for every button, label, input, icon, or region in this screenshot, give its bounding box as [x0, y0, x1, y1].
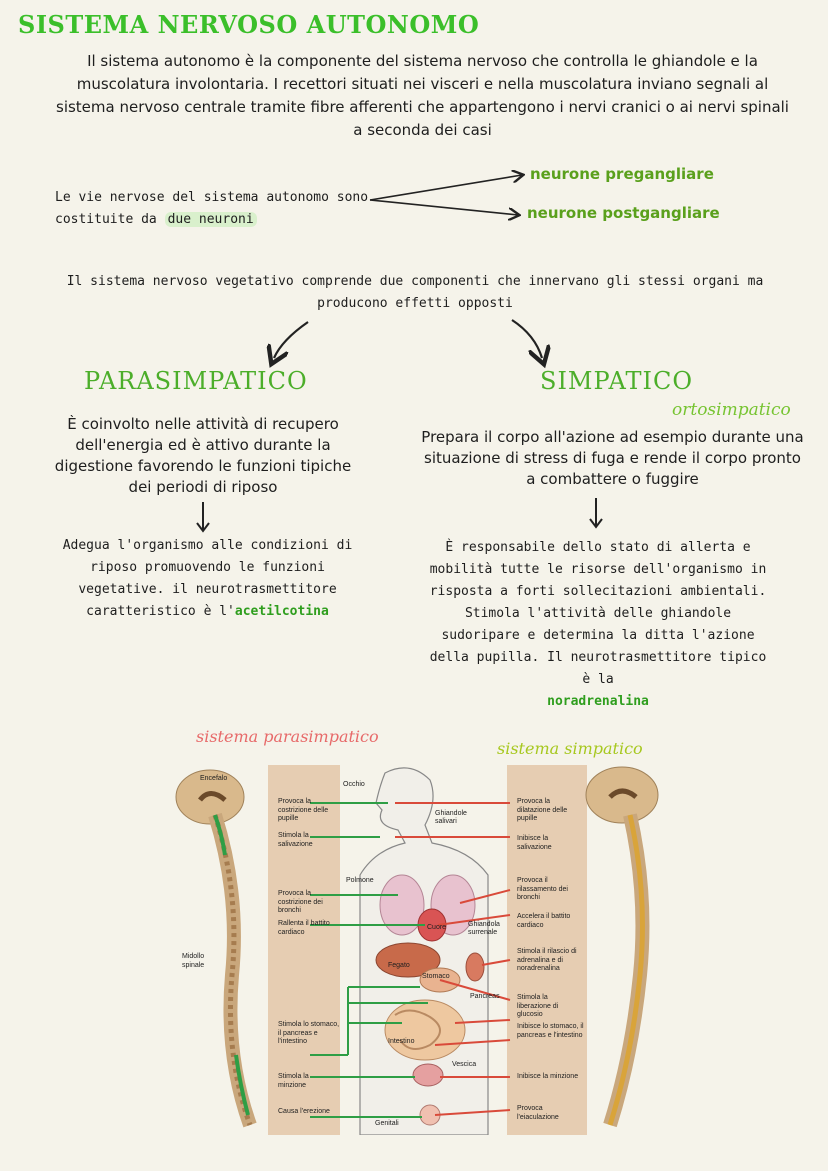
simpatico-detail: È responsabile dello stato di allerta e …: [423, 537, 773, 713]
effect-right-6: Stimola la liberazione di glucosio: [517, 994, 559, 1018]
label-fegato: Fegato: [388, 962, 410, 969]
liver: [375, 942, 441, 978]
label-surrenale: Ghiandola surrenale: [468, 921, 500, 936]
right-effects-panel: [507, 765, 587, 1135]
label-polmone: Polmone: [346, 877, 374, 884]
split-arrows: [260, 319, 560, 370]
parasimpatico-description: È coinvolto nelle attività di recupero d…: [54, 415, 352, 496]
effect-right-5: Stimola il rilascio di adrenalina e di n…: [517, 948, 577, 972]
effect-left-7: Causa l'erezione: [278, 1108, 330, 1115]
label-sistema-simpatico: sistema simpatico: [497, 739, 643, 758]
simpatico-heading: SIMPATICO: [540, 367, 693, 395]
simpatico-detail-text: È responsabile dello stato di allerta e …: [429, 540, 767, 687]
label-genitali: Genitali: [375, 1120, 399, 1127]
effect-right-9: Provoca l'eiaculazione: [517, 1105, 559, 1121]
due-neuroni-highlight: due neuroni: [164, 212, 257, 227]
label-vescica: Vescica: [452, 1061, 477, 1068]
left-effects-panel: [268, 765, 340, 1135]
parasimpatico-heading: PARASIMPATICO: [84, 367, 308, 395]
ortosimpatico-subtitle: ortosimpatico: [672, 400, 791, 420]
bladder: [412, 1063, 444, 1087]
effect-left-1: Provoca la costrizione delle pupille: [278, 798, 329, 822]
effect-left-3: Provoca la costrizione dei bronchi: [278, 890, 323, 914]
label-stomaco: Stomaco: [422, 973, 450, 980]
vie-nervose-label: Le vie nervose del sistema autonomo sono…: [55, 190, 369, 227]
effect-left-4: Rallenta il battito cardiaco: [278, 920, 330, 936]
intro-paragraph: Il sistema autonomo è la componente del …: [56, 52, 789, 139]
label-pancreas: Pancreas: [470, 993, 500, 1000]
label-intestino: Intestino: [388, 1038, 415, 1045]
neuron-branch-arrows: [369, 165, 540, 230]
parasimpatico-detail: Adegua l'organismo alle condizioni di ri…: [55, 535, 360, 623]
label-sistema-parasimpatico: sistema parasimpatico: [196, 727, 379, 746]
vie-nervose-text: Le vie nervose del sistema autonomo sono…: [55, 187, 375, 231]
effect-right-1: Provoca la dilatazione delle pupille: [517, 798, 568, 822]
down-arrow-left: [196, 502, 210, 533]
label-encefalo: Encefalo: [200, 775, 228, 782]
neurone-postgangliare: neurone postgangliare: [527, 204, 720, 222]
page-title: SISTEMA NERVOSO AUTONOMO: [18, 10, 480, 39]
effect-left-6: Stimola la minzione: [278, 1073, 309, 1089]
noradrenalina-highlight: noradrenalina: [547, 694, 649, 709]
effect-left-5: Stimola lo stomaco, il pancreas e l'inte…: [278, 1021, 340, 1045]
effect-right-3: Provoca il rilassamento dei bronchi: [517, 877, 568, 901]
left-lung: [379, 874, 425, 936]
down-arrow-right: [589, 498, 603, 529]
effect-left-2: Stimola la salivazione: [278, 832, 313, 848]
acetilcotina-highlight: acetilcotina: [234, 604, 329, 619]
effect-right-7: Inibisce lo stomaco, il pancreas e l'int…: [517, 1023, 584, 1039]
label-occhio: Occhio: [343, 781, 365, 788]
autonomic-diagram: Encefalo Midollo spinale Occhio Ghiandol…: [170, 755, 670, 1135]
adrenal-kidney: [465, 952, 485, 982]
label-cuore: Cuore: [427, 924, 447, 931]
effect-right-4: Accelera il battito cardiaco: [517, 913, 571, 929]
diagram-graphics: [175, 765, 659, 1135]
simpatico-description: Prepara il corpo all'azione ad esempio d…: [421, 428, 804, 488]
parasimpatico-detail-text: Adegua l'organismo alle condizioni di ri…: [62, 538, 353, 619]
label-midollo: Midollo spinale: [182, 953, 205, 969]
left-spine: [208, 812, 257, 1128]
effect-right-2: Inibisce la salivazione: [517, 835, 552, 851]
intestine: [384, 999, 466, 1061]
right-brain: [585, 766, 659, 824]
label-ghiandole: Ghiandole salivari: [435, 810, 467, 825]
left-brain: [175, 769, 245, 825]
components-text: Il sistema nervoso vegetativo comprende …: [66, 274, 764, 311]
effect-right-8: Inibisce la minzione: [517, 1073, 579, 1080]
neurone-pregangliare: neurone pregangliare: [530, 165, 714, 183]
